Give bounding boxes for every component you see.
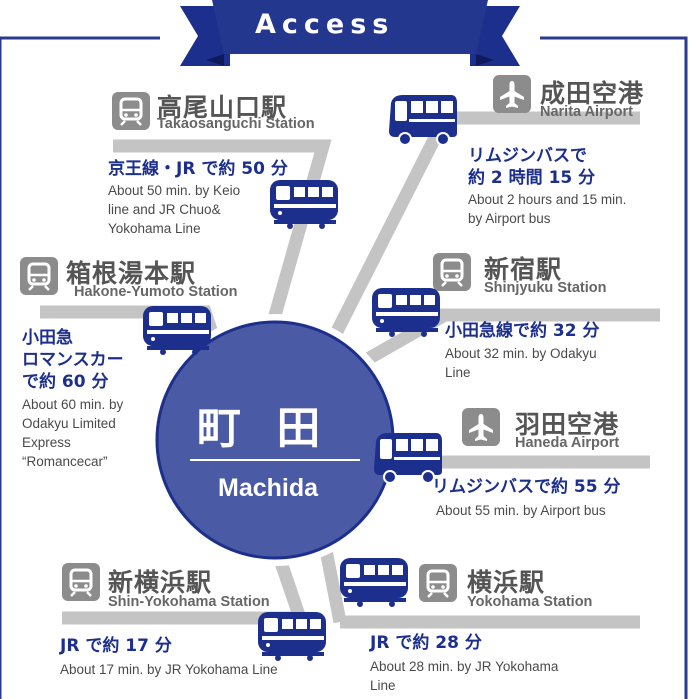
route-text: 京王線・JR で約 50 分 (108, 159, 288, 179)
train-icon (340, 558, 408, 607)
route-desc-line: About 32 min. by Odakyu (445, 346, 597, 361)
station-name-en: Shin-Yokohama Station (108, 594, 270, 610)
station-name-en: Shinjyuku Station (484, 280, 607, 296)
route-text: 小田急線で約 32 分 (445, 321, 600, 341)
airplane-icon (462, 408, 500, 446)
station-name-jp: 新宿駅 (484, 255, 563, 284)
station-name-jp: 高尾山口駅 (157, 93, 288, 122)
train-icon (372, 288, 440, 337)
route-text: で約 60 分 (22, 372, 109, 392)
route-desc-line: “Romancecar” (22, 454, 108, 469)
station-name-jp: 箱根湯本駅 (66, 259, 197, 288)
bus-icon (388, 94, 458, 146)
station-name-jp: 横浜駅 (467, 568, 546, 597)
airplane-icon (493, 75, 531, 113)
train-station-icon (18, 255, 60, 297)
route-desc-line: About 28 min. by JR Yokohama (370, 659, 559, 674)
route-desc-line: About 50 min. by Keio (108, 183, 241, 198)
route-text: JR で約 17 分 (60, 636, 172, 656)
route-desc-line: by Airport bus (468, 211, 551, 226)
route-desc-line: Line (370, 678, 396, 693)
center-name-jp: 町 田 (197, 403, 331, 454)
center-name-en: Machida (218, 474, 319, 502)
station-name-en: Yokohama Station (467, 594, 593, 610)
station-name-en: Takaosanguchi Station (157, 116, 315, 132)
route-text: 約 2 時間 15 分 (468, 168, 596, 188)
station-name-jp: 羽田空港 (515, 410, 620, 439)
route-desc-line: Line (445, 365, 471, 380)
train-icon (270, 180, 338, 229)
access-banner (180, 0, 520, 66)
road-takaosanguchi (113, 139, 332, 342)
route-desc-line: Odakyu Limited (22, 416, 116, 431)
frame-border (0, 36, 688, 699)
route-text: 小田急 (22, 328, 73, 348)
route-desc-line: Express (22, 435, 71, 450)
route-text: JR で約 28 分 (370, 633, 482, 653)
road-narita (319, 115, 451, 358)
train-station-icon (110, 90, 152, 132)
route-desc-line: About 17 min. by JR Yokohama Line (60, 662, 278, 677)
train-station-icon (60, 561, 102, 603)
route-text: ロマンスカー (22, 350, 124, 370)
route-desc-line: About 60 min. by (22, 397, 124, 412)
station-name-en: Hakone-Yumoto Station (74, 284, 238, 300)
train-icon (143, 306, 211, 355)
route-desc-line: line and JR Chuo& (108, 202, 221, 217)
route-desc-line: Yokohama Line (108, 221, 201, 236)
route-text: リムジンバスで約 55 分 (432, 477, 621, 497)
train-station-icon (431, 251, 473, 293)
train-icon (258, 612, 326, 661)
station-name-en: Haneda Airport (515, 435, 620, 451)
route-desc-line: About 55 min. by Airport bus (436, 503, 606, 518)
station-name-en: Narita Airport (540, 104, 633, 120)
train-station-icon (417, 562, 459, 604)
road-yokohama (318, 543, 347, 624)
station-name-jp: 新横浜駅 (108, 568, 213, 597)
station-name-jp: 成田空港 (540, 79, 645, 108)
banner-title: Access (255, 9, 395, 40)
route-text: リムジンバスで (468, 146, 587, 166)
route-desc-line: About 2 hours and 15 min. (468, 192, 627, 207)
route-lines (40, 111, 660, 629)
